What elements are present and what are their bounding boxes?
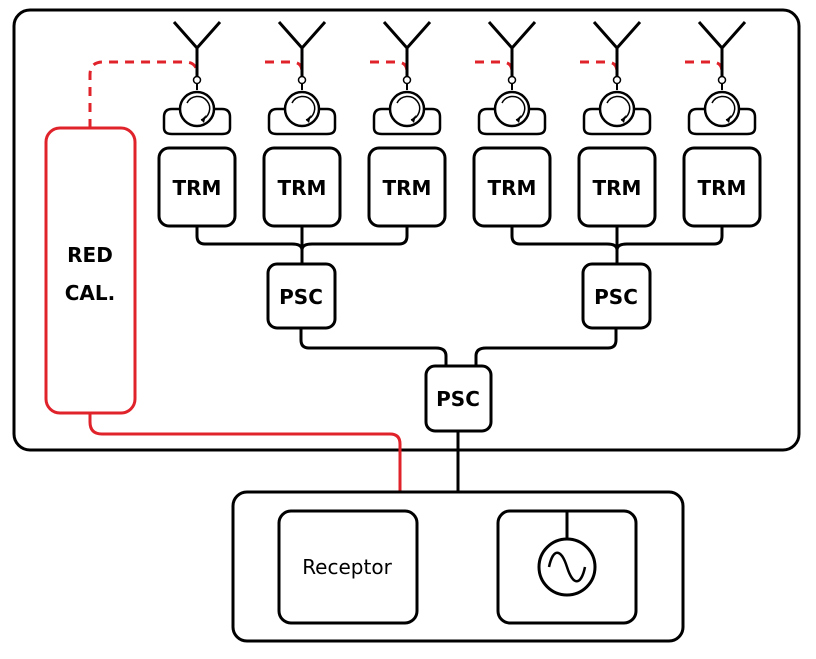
calibration-coupling-4 <box>475 60 514 80</box>
coupler-node <box>297 75 307 85</box>
receptor-label: Receptor <box>302 555 392 579</box>
calibration-cable <box>88 413 402 492</box>
feed-line-left-group <box>195 226 409 264</box>
receiver-enclosure <box>231 490 685 643</box>
feed-line-right-group <box>510 226 724 264</box>
calibration-coupling-5 <box>580 60 619 80</box>
psc-left-label: PSC <box>279 285 323 309</box>
trm-label: TRM <box>698 176 747 200</box>
calibration-label-line2: CAL. <box>65 281 116 305</box>
coupler-node <box>192 75 202 85</box>
channel-4: TRM <box>472 21 552 228</box>
circulator-ports <box>477 107 547 136</box>
trm-label: TRM <box>278 176 327 200</box>
psc-main-label: PSC <box>436 387 480 411</box>
antenna-icon <box>697 21 747 80</box>
antenna-icon <box>277 21 327 80</box>
antenna-icon <box>382 21 432 80</box>
trm-label: TRM <box>173 176 222 200</box>
psc-right-label: PSC <box>594 285 638 309</box>
antenna-icon <box>172 21 222 80</box>
channel-2: TRM <box>262 21 342 228</box>
receptor-box <box>277 509 419 625</box>
calibration-coupling-6 <box>685 60 724 80</box>
circulator-ports <box>582 107 652 136</box>
circulator-ports <box>267 107 337 136</box>
calibration-coupling-2 <box>265 60 304 80</box>
circulator-ports <box>372 107 442 136</box>
calibration-label-line1: RED <box>67 243 113 267</box>
channel-5: TRM <box>577 21 657 228</box>
calibration-coupling-3 <box>370 60 409 80</box>
trm-label: TRM <box>488 176 537 200</box>
trm-label: TRM <box>383 176 432 200</box>
coupler-node <box>507 75 517 85</box>
channel-6: TRM <box>682 21 762 228</box>
channel-1: TRM <box>157 21 237 228</box>
calibration-coupling-1 <box>88 60 199 128</box>
antenna-icon <box>592 21 642 80</box>
circulator-ports <box>162 107 232 136</box>
coupler-node <box>612 75 622 85</box>
coupler-node <box>717 75 727 85</box>
channel-3: TRM <box>367 21 447 228</box>
coupler-node <box>402 75 412 85</box>
antenna-icon <box>487 21 537 80</box>
trm-label: TRM <box>593 176 642 200</box>
circulator-ports <box>687 107 757 136</box>
antenna-array-enclosure <box>12 8 801 452</box>
feed-line-to-main-psc <box>299 328 618 366</box>
